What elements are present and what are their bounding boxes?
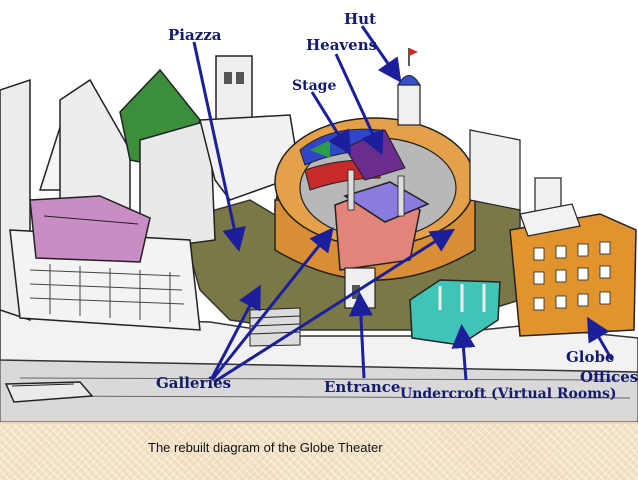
label-heavens: Heavens [306, 36, 377, 54]
right-wall [469, 129, 521, 211]
label-hut: Hut [344, 10, 376, 28]
label-offices: Offices [580, 368, 638, 386]
label-undercroft: Undercroft (Virtual Rooms) [400, 386, 617, 402]
steps [249, 307, 301, 347]
boat [4, 381, 94, 403]
label-stage: Stage [292, 78, 336, 94]
left-buildings [0, 55, 301, 331]
caption-bar [0, 422, 638, 480]
label-piazza: Piazza [168, 26, 222, 44]
label-globe: Globe [566, 348, 615, 366]
caption: The rebuilt diagram of the Globe Theater [148, 440, 383, 455]
label-entrance: Entrance [324, 378, 400, 396]
label-arrows [192, 25, 614, 384]
label-galleries: Galleries [156, 374, 231, 392]
globe-theater-diagram: Hut Heavens Piazza Stage Galleries Entra… [0, 10, 638, 422]
globe-offices [509, 177, 637, 337]
undercroft [409, 279, 501, 346]
